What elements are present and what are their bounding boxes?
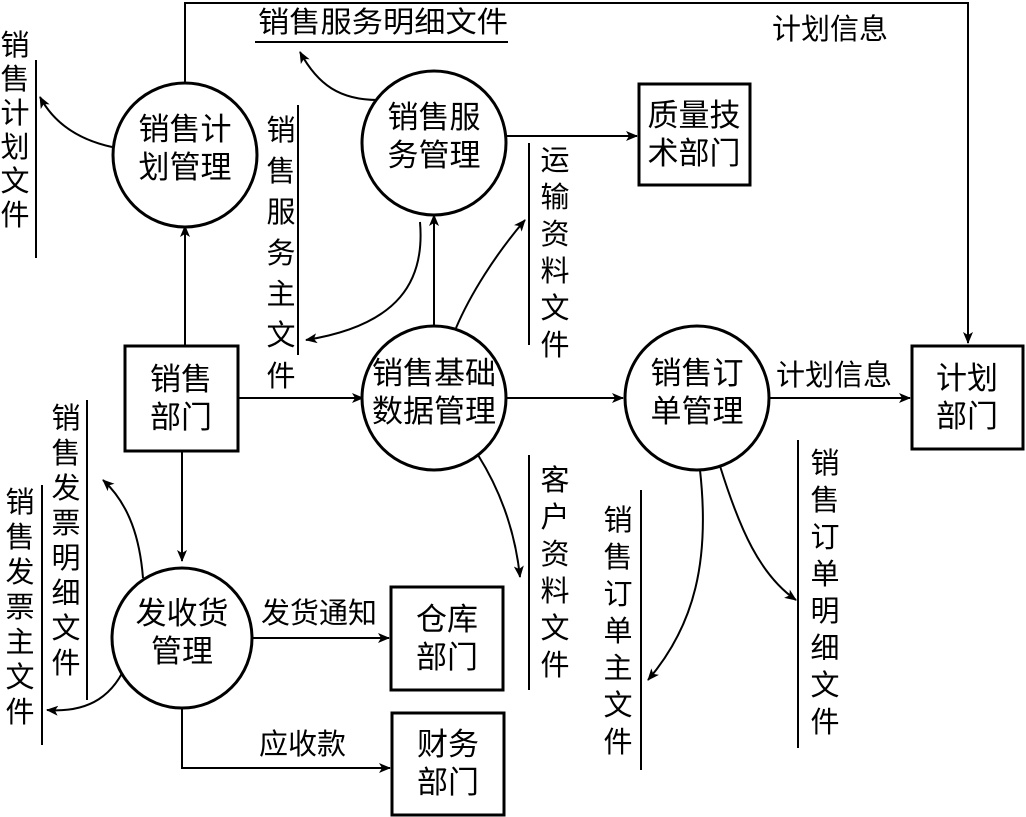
flow-basic-to-transport-file [455,219,526,329]
entity-warehouse-dept: 仓库 部门 [389,585,505,692]
entity-warehouse-line-1: 仓库 [416,602,478,638]
flow-plan-to-planning-dept [184,2,973,344]
process-basic-line-2: 数据管理 [372,394,496,430]
entities: 销售 部门 质量技 术部门 计划 部门 仓库 部门 财务 部门 [123,82,1025,817]
entity-planning-dept: 计划 部门 [910,344,1025,451]
entity-sales-line-2: 部门 [150,400,212,436]
flow-order-to-main-file [647,469,704,681]
process-order-line-1: 销售订 [651,356,744,392]
entity-finance-line-2: 部门 [417,765,479,801]
process-service-line-2: 务管理 [388,138,481,174]
flow-basic-to-customer-file [477,454,524,578]
process-basic-data-mgmt: 销售基础 数据管理 [360,324,508,472]
store-invoice-detail-label: 销售发票明细文件 [51,401,80,680]
entity-planning-line-1: 计划 [936,361,998,397]
process-plan-line-2: 划管理 [139,150,232,186]
flow-lines [39,2,973,773]
store-transport-label: 运输资料文件 [540,143,569,362]
process-service-mgmt: 销售服 务管理 [360,69,508,217]
store-transport-file: 运输资料文件 [528,143,570,362]
store-order-detail-file: 销售订单明细文件 [797,440,840,748]
process-service-line-1: 销售服 [388,100,481,136]
entity-sales-line-1: 销售 [150,362,212,398]
store-invoice-main-label: 销售发票主文件 [5,485,34,729]
process-shipping-mgmt: 发收货 管理 [110,566,254,710]
store-plan-file-label: 销售计划文件 [0,28,29,232]
entity-planning-line-2: 部门 [936,399,998,435]
entity-quality-dept: 质量技 术部门 [637,82,752,187]
flow-service-to-main-file [305,221,422,344]
flow-label-plan-info-top: 计划信息 [772,12,888,46]
store-customer-file: 客户资料文件 [528,455,570,690]
store-order-main-file: 销售订单主文件 [603,490,642,770]
flow-shipping-to-finance [181,708,391,773]
data-stores: 销售服务明细文件 销售计划文件 销售服务主文件 运输资料文件 客户资料文件 销售… [0,5,840,770]
processes: 销售计 划管理 销售服 务管理 销售基础 数据管理 销售订 单管理 发收货 管理 [110,69,771,710]
entity-finance-line-1: 财务 [417,727,479,763]
entity-warehouse-line-2: 部门 [416,640,478,676]
process-basic-line-1: 销售基础 [372,356,496,392]
store-service-detail-file: 销售服务明细文件 [255,5,508,43]
process-order-mgmt: 销售订 单管理 [623,324,771,472]
store-invoice-detail-file: 销售发票明细文件 [51,400,88,700]
store-service-main-file: 销售服务主文件 [266,105,299,393]
flow-plan-to-plan-file [39,96,113,148]
entity-quality-line-1: 质量技 [648,98,741,134]
store-order-main-label: 销售订单主文件 [603,503,632,759]
store-order-detail-label: 销售订单明细文件 [810,446,839,739]
store-plan-file: 销售计划文件 [0,28,37,258]
flow-service-to-detail-file [299,51,379,101]
entity-finance-dept: 财务 部门 [390,711,506,817]
process-shipping-line-2: 管理 [151,634,213,670]
store-customer-label: 客户资料文件 [540,463,569,682]
flow-order-to-detail-file [719,465,797,601]
process-shipping-line-1: 发收货 [136,596,229,632]
store-service-main-label: 销售服务主文件 [266,113,295,393]
flow-label-receivables: 应收款 [259,727,346,761]
process-plan-mgmt: 销售计 划管理 [111,81,259,229]
flow-label-ship-notice: 发货通知 [261,596,377,630]
store-invoice-main-file: 销售发票主文件 [5,485,43,745]
entity-sales-dept: 销售 部门 [123,344,240,453]
flow-shipping-to-invoice-detail [102,479,144,579]
store-service-detail-label: 销售服务明细文件 [258,5,508,39]
process-order-line-2: 单管理 [651,394,744,430]
process-plan-line-1: 销售计 [139,112,232,148]
flow-label-plan-info-order: 计划信息 [776,358,892,392]
flow-labels: 计划信息 计划信息 发货通知 应收款 [259,12,892,761]
entity-quality-line-2: 术部门 [648,136,741,172]
